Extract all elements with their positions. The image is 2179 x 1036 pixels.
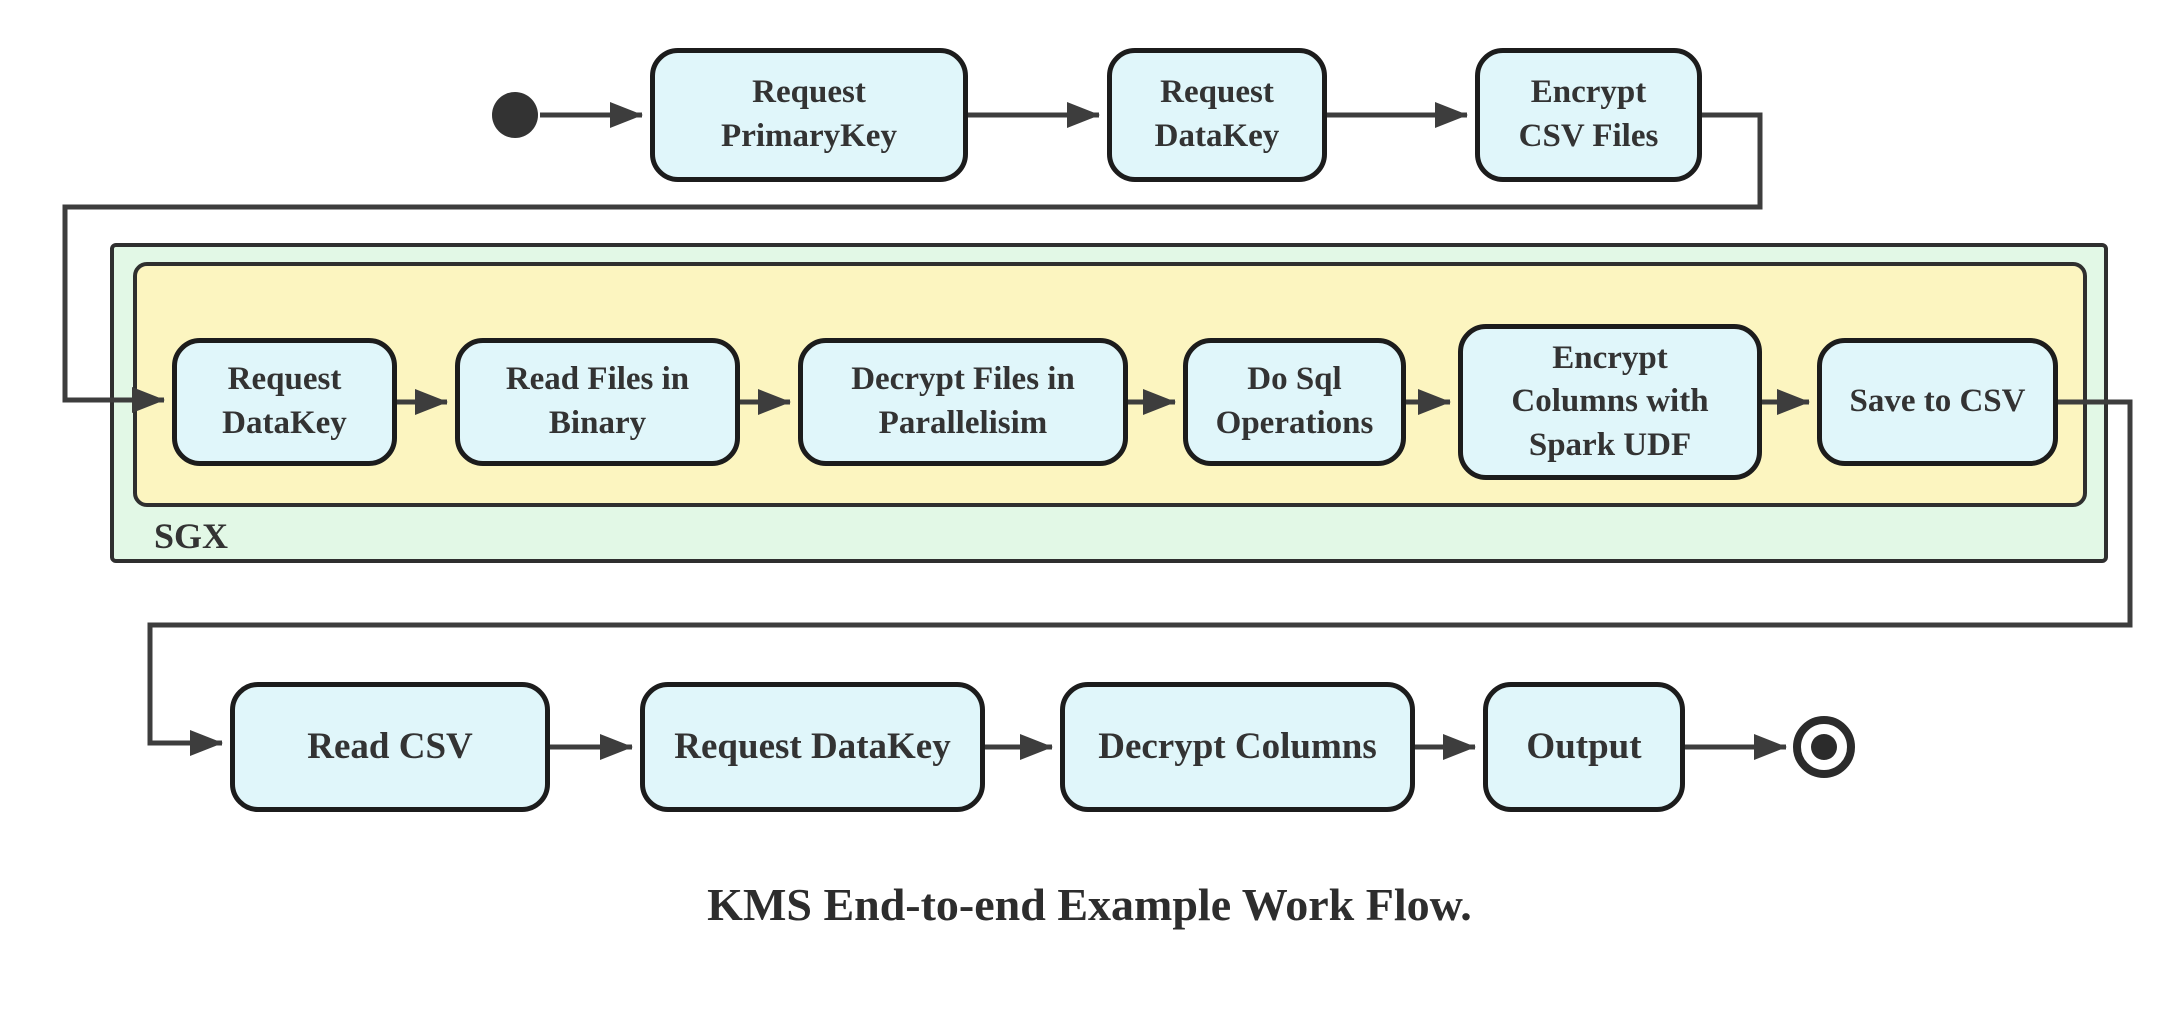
node-decrypt-columns: Decrypt Columns xyxy=(1060,682,1415,812)
node-request-datakey-top: Request DataKey xyxy=(1107,48,1327,182)
node-request-datakey-sgx: Request DataKey xyxy=(172,338,397,466)
diagram-caption: KMS End-to-end Example Work Flow. xyxy=(707,879,1472,930)
node-decrypt-files-parallelism: Decrypt Files in Parallelisim xyxy=(798,338,1128,466)
node-request-primarykey: Request PrimaryKey xyxy=(650,48,968,182)
end-node-icon xyxy=(1793,716,1855,778)
node-read-files-in-binary: Read Files in Binary xyxy=(455,338,740,466)
node-request-datakey-client: Request DataKey xyxy=(640,682,985,812)
start-node-icon xyxy=(492,92,538,138)
edge-save-csv-to-read-csv xyxy=(147,399,2133,756)
node-read-csv: Read CSV xyxy=(230,682,550,812)
node-save-to-csv: Save to CSV xyxy=(1817,338,2058,466)
sgx-label: SGX xyxy=(154,516,229,556)
node-encrypt-columns-spark-udf: Encrypt Columns with Spark UDF xyxy=(1458,324,1762,480)
node-output: Output xyxy=(1483,682,1685,812)
node-do-sql-operations: Do Sql Operations xyxy=(1183,338,1406,466)
edge-encrypt-csv-to-sgx-request-datakey xyxy=(62,112,1763,413)
node-encrypt-csv-files: Encrypt CSV Files xyxy=(1475,48,1702,182)
